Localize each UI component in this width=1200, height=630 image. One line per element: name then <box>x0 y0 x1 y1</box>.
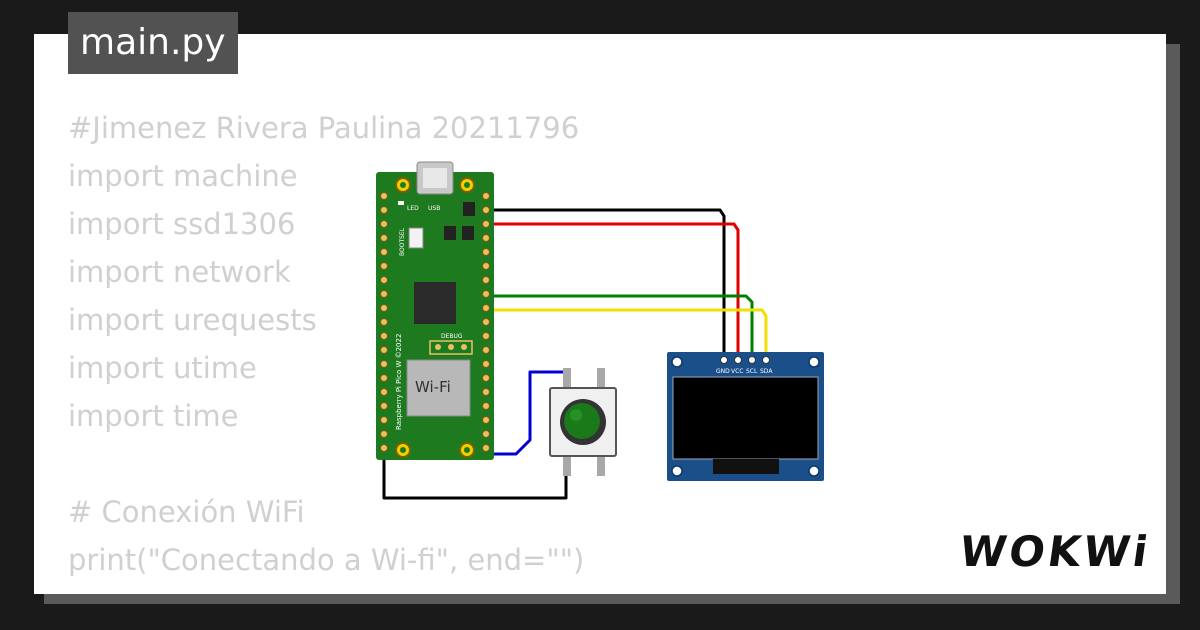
mounting-hole-centers <box>400 182 470 453</box>
button-leg <box>563 452 571 476</box>
code-line: # Conexión WiFi <box>68 495 305 529</box>
board-model-label: Raspberry Pi Pico W ©2022 <box>395 334 403 430</box>
code-line: print("Conectando a Wi-fi", end="") <box>68 543 585 577</box>
wire-gnd <box>486 208 726 360</box>
board-pins-right <box>482 192 490 452</box>
oled-ribbon <box>713 459 779 474</box>
code-line: import machine <box>68 159 298 193</box>
pico-w-board[interactable]: LED USB BOOTSEL DEBUG Wi-Fi Raspberry Pi… <box>376 161 494 460</box>
button-leg <box>597 368 605 392</box>
board-pins-left <box>380 192 388 452</box>
oled-pin-vcc: VCC <box>731 368 743 375</box>
wifi-label: Wi-Fi <box>415 378 451 396</box>
code-line: import urequests <box>68 303 317 337</box>
preview-card: #Jimenez Rivera Paulina 20211796 import … <box>34 34 1166 594</box>
wire-scl <box>486 294 754 360</box>
oled-pin-gnd: GND <box>716 368 730 375</box>
button-leg <box>597 452 605 476</box>
pushbutton[interactable] <box>549 368 617 476</box>
wifi-module <box>406 359 471 417</box>
oled-pin-sda: SDA <box>760 368 773 375</box>
chip <box>462 226 474 240</box>
oled-screen <box>672 376 819 460</box>
code-line: import time <box>68 399 239 433</box>
code-line: sta_if = network.WLAN(network.STA_IF) <box>68 584 645 594</box>
wire-button-signal <box>486 370 568 456</box>
led-indicator <box>398 201 404 205</box>
wire-vcc <box>486 222 740 360</box>
button-leg <box>563 368 571 392</box>
code-line: #Jimenez Rivera Paulina 20211796 <box>68 111 580 145</box>
file-tab[interactable]: main.py <box>68 12 238 74</box>
led-label: LED <box>407 205 419 212</box>
wire-sda <box>486 308 768 360</box>
debug-label: DEBUG <box>441 333 463 340</box>
code-line: import network <box>68 255 291 289</box>
rp2040-chip <box>414 282 456 324</box>
ssd1306-oled[interactable]: GND VCC SCL SDA <box>667 352 824 481</box>
button-cap <box>564 403 600 439</box>
wire-button-ground <box>382 430 568 500</box>
code-block: #Jimenez Rivera Paulina 20211796 import … <box>68 104 645 594</box>
code-line: import utime <box>68 351 257 385</box>
oled-pins <box>720 356 770 364</box>
bootsel-button[interactable] <box>408 227 424 249</box>
wires <box>382 208 768 500</box>
oled-pin-scl: SCL <box>746 368 758 375</box>
usb-label: USB <box>428 205 440 212</box>
oled-holes <box>671 356 820 477</box>
code-line: import ssd1306 <box>68 207 296 241</box>
chip <box>463 202 475 216</box>
bootsel-label: BOOTSEL <box>399 227 406 256</box>
chip <box>444 226 456 240</box>
